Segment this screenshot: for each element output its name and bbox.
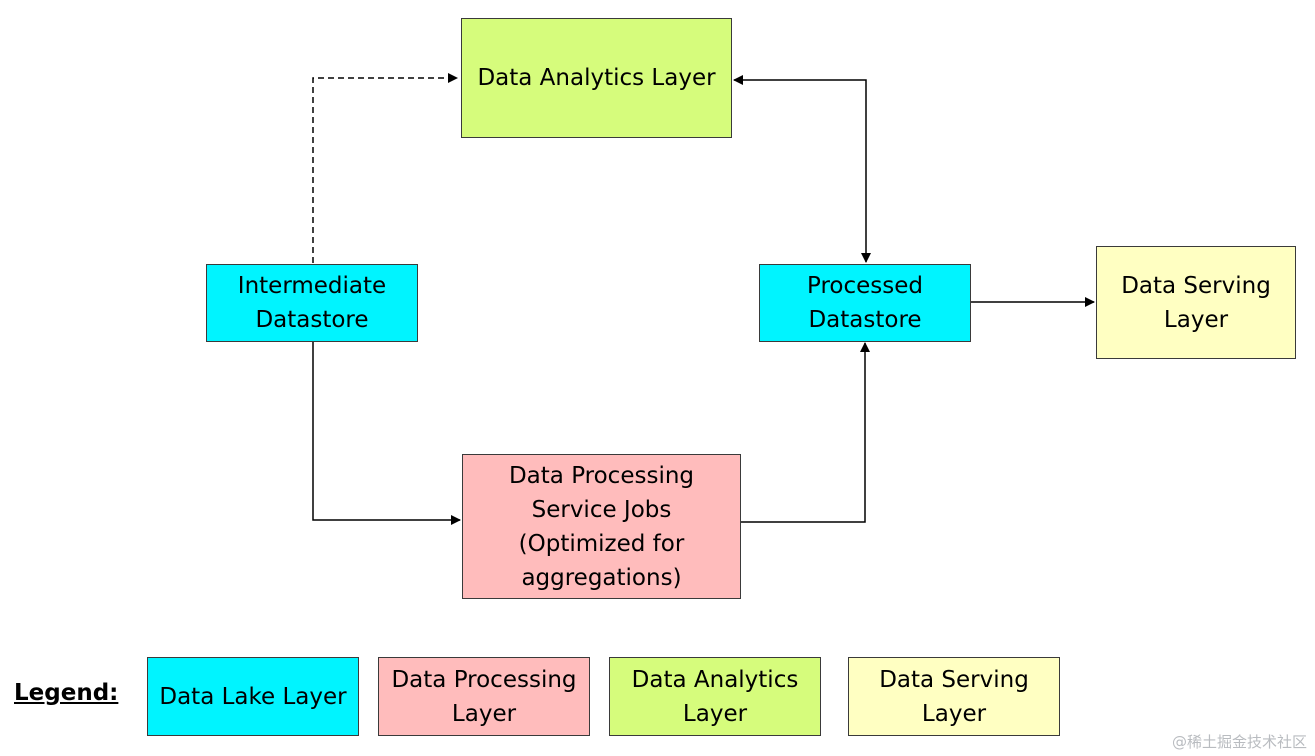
node-label: Data Serving Layer	[1121, 272, 1271, 333]
node-label: Intermediate Datastore	[237, 273, 387, 333]
node-data-processing-service-jobs: Data Processing Service Jobs (Optimized …	[462, 454, 741, 599]
node-data-serving-layer: Data Serving Layer	[1096, 246, 1296, 359]
edge-intermediate-to-analytics	[312, 73, 458, 263]
node-data-analytics-layer: Data Analytics Layer	[461, 18, 732, 138]
node-label: Data Analytics Layer	[477, 65, 716, 91]
node-processed-datastore: Processed Datastore	[759, 264, 971, 342]
node-label: Data Processing Service Jobs (Optimized …	[508, 462, 695, 591]
legend-item-label: Data Lake Layer	[159, 683, 347, 710]
node-intermediate-datastore: Intermediate Datastore	[206, 264, 418, 342]
legend-title: Legend:	[14, 680, 119, 706]
legend-item-label: Data Serving Layer	[879, 666, 1029, 727]
edge-analytics-processed-bidirectional	[733, 75, 871, 263]
watermark: @稀土掘金技术社区	[1171, 733, 1307, 751]
legend-item-data-analytics: Data Analytics Layer	[609, 657, 821, 736]
legend-item-data-lake: Data Lake Layer	[147, 657, 359, 736]
legend-item-label: Data Analytics Layer	[631, 666, 799, 727]
legend-item-data-serving: Data Serving Layer	[848, 657, 1060, 736]
edge-processing-to-processed	[741, 342, 870, 523]
node-label: Processed Datastore	[807, 273, 923, 333]
legend-item-label: Data Processing Layer	[391, 666, 577, 727]
edge-intermediate-to-processing	[312, 342, 461, 525]
legend-item-data-processing: Data Processing Layer	[378, 657, 590, 736]
